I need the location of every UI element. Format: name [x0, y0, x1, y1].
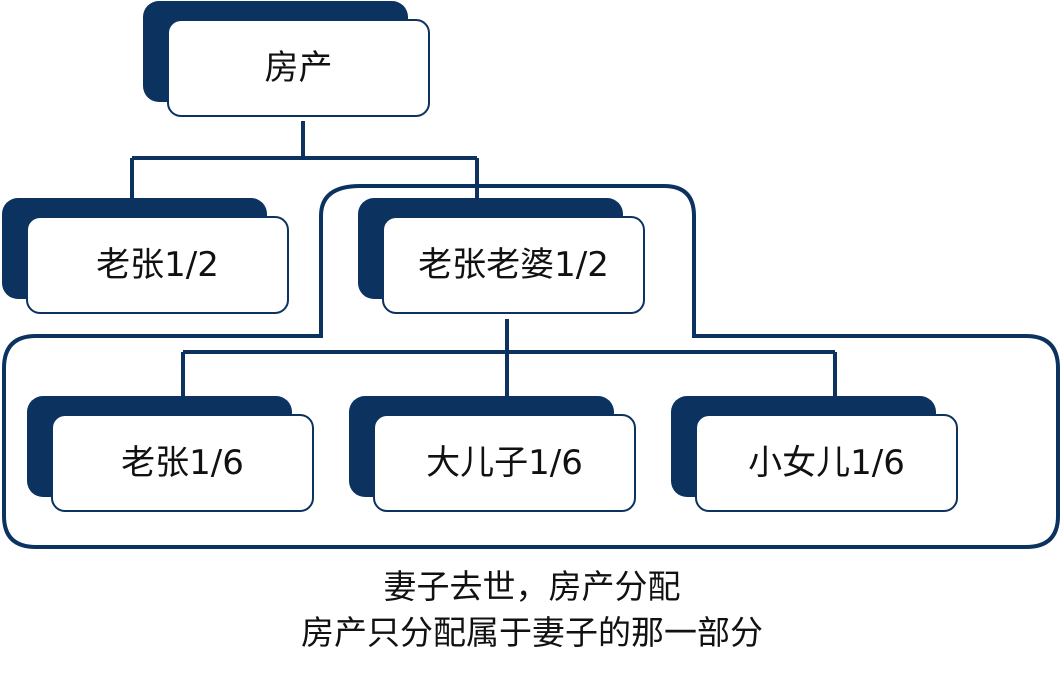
node-wife-half: 老张老婆1/2 [358, 198, 645, 314]
node-daughter-sixth: 小女儿1/6 [671, 396, 958, 512]
node-lao-zhang-sixth-label: 老张1/6 [51, 414, 314, 512]
caption-line-1: 妻子去世，房产分配 [383, 567, 681, 606]
node-son-sixth: 大儿子1/6 [349, 396, 636, 512]
node-son-sixth-label: 大儿子1/6 [373, 414, 636, 512]
connector-wife-to-children [181, 319, 837, 398]
node-daughter-sixth-label: 小女儿1/6 [695, 414, 958, 512]
node-lao-zhang-sixth: 老张1/6 [27, 396, 314, 512]
node-wife-half-label: 老张老婆1/2 [382, 216, 645, 314]
caption-line-2: 房产只分配属于妻子的那一部分 [301, 613, 763, 652]
node-property: 房产 [143, 1, 430, 117]
inheritance-group-outline [1, 184, 1060, 549]
node-property-label: 房产 [167, 19, 430, 117]
node-lao-zhang-half-label: 老张1/2 [26, 216, 289, 314]
node-lao-zhang-half: 老张1/2 [2, 198, 289, 314]
connector-root-to-level2 [130, 121, 479, 198]
